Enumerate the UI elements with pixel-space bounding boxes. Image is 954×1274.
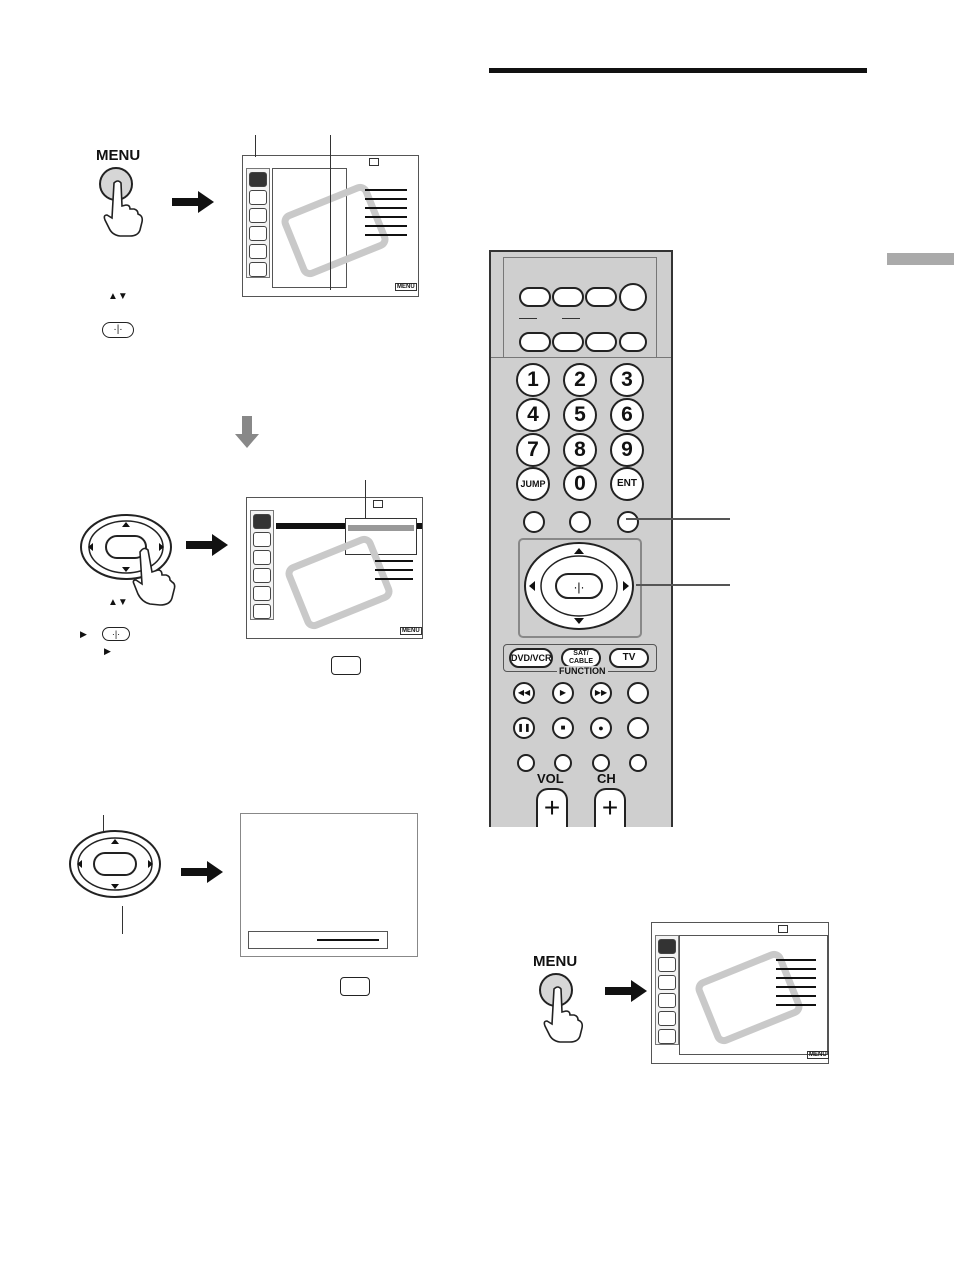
enter-button-icon-2: ·|· bbox=[102, 627, 130, 641]
footer-menu-label-2: MENU bbox=[400, 627, 422, 635]
dvdvcr-button[interactable]: DVD/VCR bbox=[509, 648, 553, 668]
vol-label: VOL bbox=[537, 771, 564, 786]
enter-button-icon: ·|· bbox=[102, 322, 134, 338]
key-9[interactable]: 9 bbox=[610, 433, 644, 467]
up-down-arrow-icon-2: ▲▼ bbox=[108, 597, 128, 608]
timer-icon bbox=[249, 244, 267, 259]
ch-plus-button[interactable]: + bbox=[594, 788, 626, 827]
ch-label: CH bbox=[597, 771, 616, 786]
joystick-icon[interactable] bbox=[68, 826, 168, 901]
setup-icon bbox=[249, 262, 267, 277]
tv-icon bbox=[369, 158, 379, 166]
key-4[interactable]: 4 bbox=[516, 398, 550, 432]
section-rule bbox=[489, 68, 867, 73]
tv-button[interactable]: TV bbox=[609, 648, 649, 668]
finger-press-icon bbox=[103, 180, 144, 237]
sound-icon bbox=[249, 190, 267, 205]
vol-plus-button[interactable]: + bbox=[536, 788, 568, 827]
dpad-icon[interactable]: ·|· bbox=[522, 540, 636, 632]
key-0[interactable]: 0 bbox=[563, 467, 597, 501]
picture-icon-ref-1 bbox=[331, 656, 361, 675]
satcable-button[interactable]: SAT/CABLE bbox=[561, 648, 601, 668]
menu-label-top: MENU bbox=[96, 147, 141, 164]
adjust-screen bbox=[240, 813, 418, 957]
picture-icon bbox=[249, 172, 267, 187]
screen-icon bbox=[249, 208, 267, 223]
picture-icon-ref-2 bbox=[340, 977, 370, 996]
arrow-right-icon-3 bbox=[181, 861, 223, 883]
popup-menu bbox=[345, 518, 417, 555]
finger-press-icon-2 bbox=[543, 986, 584, 1043]
menu-sidebar-final bbox=[655, 935, 679, 1045]
arrow-down-icon bbox=[235, 416, 259, 448]
side-tab bbox=[887, 253, 954, 265]
menu-sidebar bbox=[246, 168, 270, 278]
joystick-press-icon[interactable] bbox=[78, 512, 188, 612]
dpad-frame bbox=[518, 538, 642, 638]
key-2[interactable]: 2 bbox=[563, 363, 597, 397]
key-8[interactable]: 8 bbox=[563, 433, 597, 467]
menu-screen-2: MENU bbox=[246, 497, 423, 639]
function-label: FUNCTION bbox=[557, 666, 608, 676]
footer-menu-label: MENU bbox=[395, 283, 417, 291]
menu-screen-final: MENU bbox=[651, 922, 829, 1064]
remote-control-icon: 1 2 3 4 5 6 7 8 9 JUMP 0 ENT ·|· DVD/VCR… bbox=[489, 250, 673, 827]
adjust-bar-frame bbox=[248, 931, 388, 949]
arrow-right-icon-4 bbox=[605, 980, 647, 1002]
key-6[interactable]: 6 bbox=[610, 398, 644, 432]
key-1[interactable]: 1 bbox=[516, 363, 550, 397]
jump-button[interactable]: JUMP bbox=[516, 467, 550, 501]
menu-label-bottom: MENU bbox=[533, 953, 578, 970]
adjust-slider bbox=[317, 939, 379, 941]
menu-button-remote[interactable] bbox=[617, 511, 639, 533]
key-7[interactable]: 7 bbox=[516, 433, 550, 467]
channel-icon bbox=[249, 226, 267, 241]
menu-button-icon-2[interactable] bbox=[539, 973, 573, 1007]
arrow-right-icon bbox=[172, 191, 214, 213]
svg-text:·|·: ·|· bbox=[573, 580, 584, 594]
menu-list-frame bbox=[272, 168, 347, 288]
menu-sidebar-2 bbox=[250, 510, 274, 620]
ent-button[interactable]: ENT bbox=[610, 467, 644, 501]
up-down-arrow-icon: ▲▼ bbox=[108, 291, 128, 302]
key-5[interactable]: 5 bbox=[563, 398, 597, 432]
footer-menu-label-final: MENU bbox=[807, 1051, 829, 1059]
arrow-right-icon-2 bbox=[186, 534, 228, 556]
key-3[interactable]: 3 bbox=[610, 363, 644, 397]
